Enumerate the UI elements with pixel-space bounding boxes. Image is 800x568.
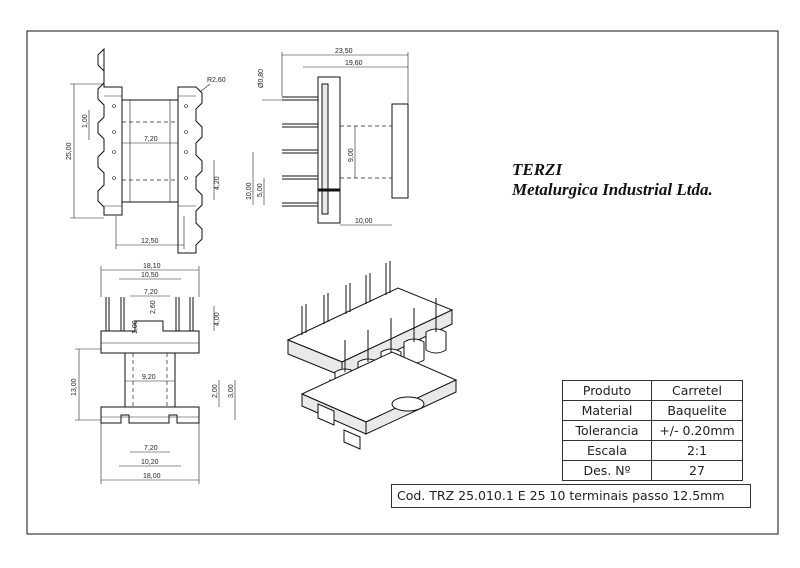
label-escala: Escala — [562, 440, 652, 461]
dim-top-inner: 7,20 — [144, 136, 158, 143]
dim-side-core: 9,00 — [348, 148, 355, 162]
value-produto: Carretel — [651, 380, 743, 401]
dim-side-flange: 10,00 — [355, 218, 373, 225]
company-block: TERZI Metalurgica Industrial Ltda. — [512, 160, 713, 200]
label-produto: Produto — [562, 380, 652, 401]
label-tolerancia: Tolerancia — [562, 420, 652, 441]
title-row-escala: Escala 2:1 — [562, 440, 743, 461]
dim-front-flange: 1,00 — [132, 320, 139, 334]
dim-front-btotal: 18,00 — [143, 473, 161, 480]
dim-side-overall: 23,50 — [335, 48, 353, 55]
label-desno: Des. Nº — [562, 460, 652, 481]
dim-front-stepa: 2,00 — [212, 384, 219, 398]
part-code: Cod. TRZ 25.010.1 E 25 10 terminais pass… — [391, 484, 751, 508]
dim-side-b: 19,60 — [345, 60, 363, 67]
value-desno: 27 — [651, 460, 743, 481]
dim-top-height: 25,00 — [66, 142, 73, 160]
dim-front-binner: 7,20 — [144, 445, 158, 452]
title-row-produto: Produto Carretel — [562, 380, 743, 401]
value-tolerancia: +/- 0.20mm — [651, 420, 743, 441]
sheet-border — [26, 30, 779, 535]
dim-front-height: 13,00 — [71, 378, 78, 396]
front-view: 18,10 10,50 7,20 2,60 1,00 4,00 9,20 13,… — [71, 263, 236, 484]
dim-front-stepb: 3,00 — [228, 384, 235, 398]
isometric-view — [286, 261, 458, 450]
dim-front-bb: 10,20 — [141, 459, 159, 466]
dim-front-inner: 7,20 — [144, 289, 158, 296]
dim-front-pin: 4,00 — [214, 312, 221, 326]
dim-side-pin: Ø0,80 — [258, 69, 265, 88]
value-escala: 2:1 — [651, 440, 743, 461]
title-row-tolerancia: Tolerancia +/- 0.20mm — [562, 420, 743, 441]
dim-front-slot: 2,60 — [150, 300, 157, 314]
dim-top-pitch: 1,00 — [82, 114, 89, 128]
dim-front-core: 9,20 — [142, 374, 156, 381]
dim-top-base: 12,50 — [141, 238, 159, 245]
title-row-material: Material Baquelite — [562, 400, 743, 421]
company-subtitle: Metalurgica Industrial Ltda. — [512, 180, 713, 199]
value-material: Baquelite — [651, 400, 743, 421]
title-row-desno: Des. Nº 27 — [562, 460, 743, 481]
dim-front-top: 18,10 — [143, 263, 161, 270]
top-view: 25,00 1,00 7,20 4,20 12,50 R2,60 — [66, 47, 226, 254]
dim-top-radius: R2,60 — [207, 77, 226, 84]
title-block-table: Produto Carretel Material Baquelite Tole… — [562, 380, 743, 481]
side-view: 23,50 19,60 Ø0,80 9,00 10,00 5,00 10,00 — [246, 48, 409, 226]
label-material: Material — [562, 400, 652, 421]
company-name: TERZI — [512, 160, 563, 179]
dim-front-b: 10,50 — [141, 272, 159, 279]
dim-side-pitchblock: 10,00 — [246, 182, 253, 200]
dim-top-right: 4,20 — [214, 176, 221, 190]
dim-side-pitch: 5,00 — [257, 183, 264, 197]
